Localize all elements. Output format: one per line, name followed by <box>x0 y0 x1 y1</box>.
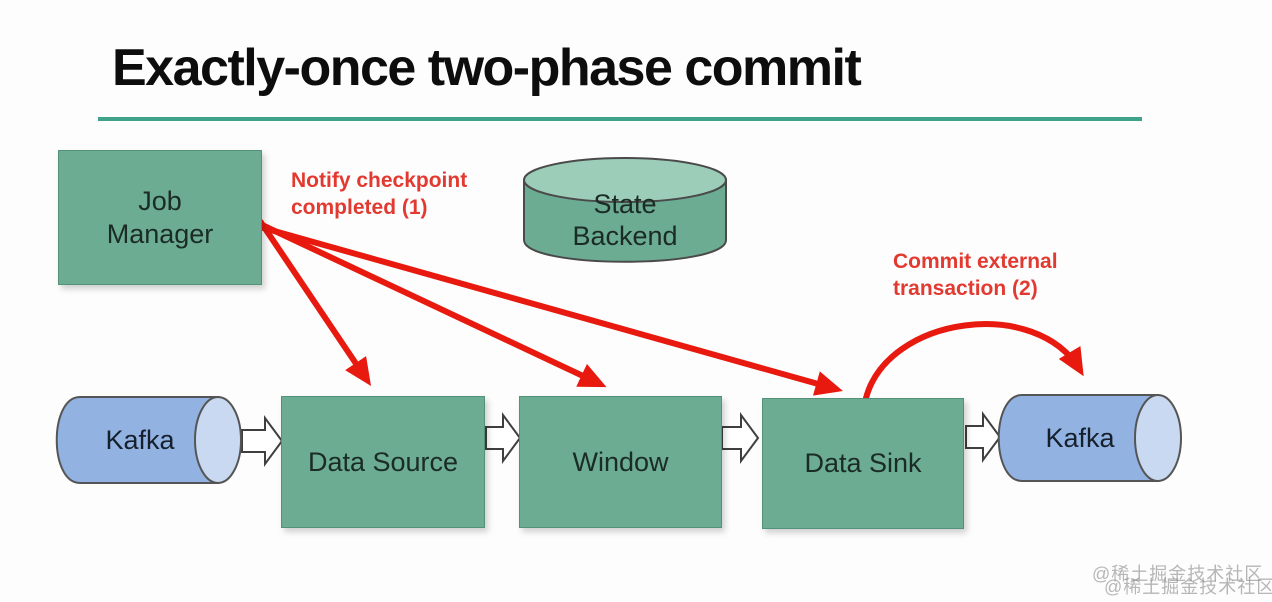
notify-arrow-to-data-source <box>257 219 372 386</box>
notify-arrow-to-data-sink <box>259 224 843 396</box>
commit-arrow-to-kafka <box>863 321 1084 401</box>
title-underline <box>98 117 1142 121</box>
commit-transaction-annotation: Commit external transaction (2) <box>893 250 1058 300</box>
data-source-node: Data Source <box>281 396 485 528</box>
flow-arrow-icon <box>965 410 1002 464</box>
job-manager-node: Job Manager <box>58 150 262 285</box>
flow-arrow-icon <box>721 411 760 465</box>
kafka-in-label: Kafka <box>105 425 175 455</box>
data-sink-node: Data Sink <box>762 398 964 529</box>
data-source-label: Data Source <box>307 446 459 477</box>
window-node: Window <box>519 396 722 528</box>
window-label: Window <box>572 446 669 477</box>
kafka-out-label: Kafka <box>1045 423 1115 453</box>
data-sink-label: Data Sink <box>804 448 922 478</box>
notify-arrow-to-window <box>258 221 607 388</box>
watermark-line1: @稀土掘金技术社区 <box>1092 564 1264 584</box>
flow-arrow-icon <box>241 414 284 468</box>
kafka-out-cylinder <box>997 394 1182 482</box>
job-manager-label: Job Manager <box>106 185 214 249</box>
kafka-in-cylinder <box>55 396 242 484</box>
notify-checkpoint-annotation: Notify checkpoint completed (1) <box>291 169 468 219</box>
watermark-line2: @稀土掘金技术社区 <box>1104 577 1272 597</box>
page-title: Exactly-once two-phase commit <box>112 39 862 97</box>
state-backend-cylinder <box>523 157 727 263</box>
state-backend-label: State Backend <box>572 189 678 251</box>
flow-arrow-icon <box>485 411 522 465</box>
